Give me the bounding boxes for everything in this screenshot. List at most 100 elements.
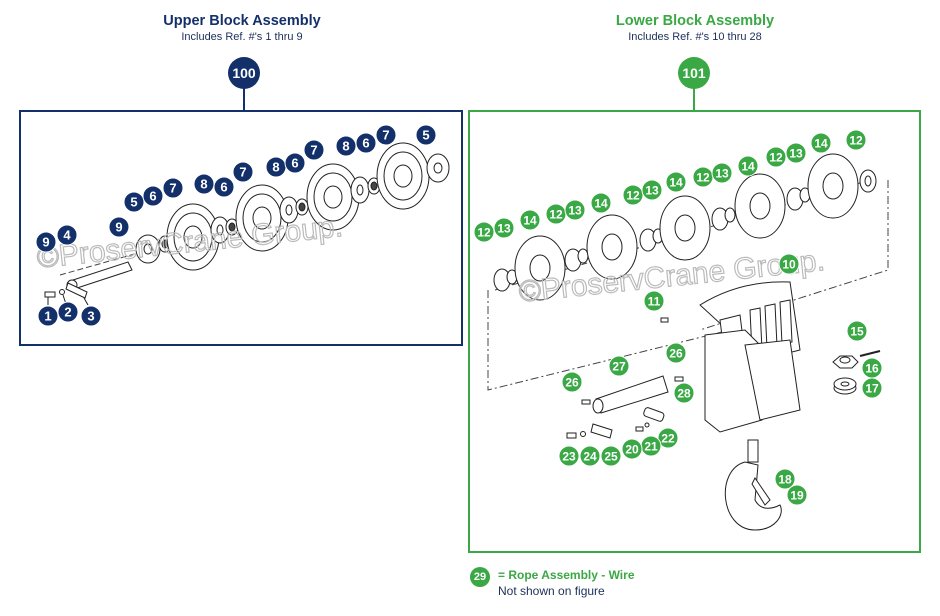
callout-3[interactable]: 3 [80, 305, 102, 327]
callout-label: 1 [44, 309, 51, 324]
callout-28[interactable]: 28 [673, 382, 695, 404]
washer-5b [426, 153, 450, 183]
callout-14[interactable]: 14 [665, 171, 687, 193]
callout-14[interactable]: 14 [737, 155, 759, 177]
hook-latch-19 [751, 477, 771, 506]
callout-12[interactable]: 12 [845, 129, 867, 151]
callout-21[interactable]: 21 [640, 435, 662, 457]
callout-19[interactable]: 19 [786, 484, 808, 506]
callout-label: 7 [239, 165, 246, 180]
callout-26[interactable]: 26 [665, 342, 687, 364]
upper-assembly-badge[interactable]: 100 [228, 57, 260, 110]
callout-label: 15 [850, 325, 864, 339]
callout-12[interactable]: 12 [692, 166, 714, 188]
callout-8[interactable]: 8 [335, 135, 357, 157]
callout-13[interactable]: 13 [785, 142, 807, 164]
callout-12[interactable]: 12 [765, 146, 787, 168]
lower-block-drawing [487, 153, 889, 531]
callout-13[interactable]: 13 [641, 179, 663, 201]
bearing-6c [295, 198, 309, 216]
callout-7[interactable]: 7 [375, 124, 397, 146]
callout-label: 4 [63, 228, 71, 243]
callout-9[interactable]: 9 [35, 231, 57, 253]
callout-label: 12 [477, 226, 491, 240]
callout-label: 3 [87, 309, 94, 324]
callout-27[interactable]: 27 [608, 355, 630, 377]
callout-6[interactable]: 6 [284, 152, 306, 174]
sheave-7d [376, 142, 430, 210]
callout-label: 23 [562, 450, 576, 464]
callout-5[interactable]: 5 [123, 191, 145, 213]
callout-7[interactable]: 7 [303, 139, 325, 161]
callout-7[interactable]: 7 [162, 177, 184, 199]
retainer-22 [643, 407, 665, 422]
callout-6[interactable]: 6 [142, 185, 164, 207]
rope-assembly-note: 29 = Rope Assembly - Wire Not shown on f… [470, 567, 635, 598]
callout-11[interactable]: 11 [643, 290, 665, 312]
lower-block-title: Lower Block Assembly [615, 13, 775, 29]
callout-12[interactable]: 12 [622, 184, 644, 206]
lower-sheave-set-4 [711, 173, 786, 239]
callout-17[interactable]: 17 [861, 377, 883, 399]
callout-6[interactable]: 6 [213, 176, 235, 198]
hook-18 [724, 461, 782, 531]
lower-assembly-badge[interactable]: 101 [678, 57, 710, 110]
rope-assembly-subtitle: Not shown on figure [498, 584, 605, 598]
callout-12[interactable]: 12 [545, 203, 567, 225]
sheave-7a [166, 203, 220, 271]
callout-22[interactable]: 22 [657, 427, 679, 449]
callout-label: 6 [291, 156, 298, 171]
callout-14[interactable]: 14 [519, 209, 541, 231]
rope-assembly-badge[interactable]: 29 [470, 567, 490, 587]
callout-8[interactable]: 8 [193, 173, 215, 195]
callout-label: 9 [115, 220, 122, 235]
sheave-7b [235, 184, 289, 252]
upper-block-title: Upper Block Assembly [163, 13, 321, 29]
callout-label: 12 [549, 208, 563, 222]
washer-21 [644, 422, 650, 428]
callout-9[interactable]: 9 [108, 216, 130, 238]
callout-label: 8 [200, 177, 207, 192]
callout-20[interactable]: 20 [621, 438, 643, 460]
callout-label: 25 [604, 450, 618, 464]
callout-4[interactable]: 4 [56, 224, 78, 246]
callout-label: 14 [594, 197, 608, 211]
upper-block-subtitle: Includes Ref. #'s 1 thru 9 [181, 31, 303, 43]
callout-label: 14 [741, 160, 755, 174]
callout-label: 13 [497, 222, 511, 236]
end-washer-12 [859, 169, 877, 193]
callout-26[interactable]: 26 [561, 371, 583, 393]
callout-14[interactable]: 14 [590, 192, 612, 214]
callout-13[interactable]: 13 [711, 162, 733, 184]
cotter-pin-15 [859, 350, 881, 357]
upper-block-frame [19, 110, 463, 346]
callout-18[interactable]: 18 [774, 468, 796, 490]
callout-10[interactable]: 10 [778, 253, 800, 275]
callout-13[interactable]: 13 [493, 217, 515, 239]
callout-15[interactable]: 15 [846, 320, 868, 342]
callout-6[interactable]: 6 [355, 132, 377, 154]
setscrew-26b [674, 376, 684, 382]
callout-24[interactable]: 24 [579, 445, 601, 467]
callout-label: 24 [583, 450, 597, 464]
callout-8[interactable]: 8 [265, 156, 287, 178]
callout-label: 7 [169, 181, 176, 196]
callout-1[interactable]: 1 [37, 305, 59, 327]
callout-25[interactable]: 25 [600, 445, 622, 467]
hex-nut-16 [832, 355, 859, 369]
callout-label: 22 [661, 432, 675, 446]
lower-block-header: Lower Block Assembly Includes Ref. #'s 1… [545, 13, 845, 43]
callout-12[interactable]: 12 [473, 221, 495, 243]
callout-label: 13 [715, 167, 729, 181]
callout-5[interactable]: 5 [415, 124, 437, 146]
callout-label: 14 [669, 176, 683, 190]
callout-13[interactable]: 13 [564, 199, 586, 221]
callout-23[interactable]: 23 [558, 445, 580, 467]
callout-16[interactable]: 16 [861, 357, 883, 379]
callout-7[interactable]: 7 [232, 161, 254, 183]
callout-label: 11 [648, 295, 661, 309]
callout-14[interactable]: 14 [810, 132, 832, 154]
callout-2[interactable]: 2 [57, 301, 79, 323]
callout-label: 13 [789, 147, 803, 161]
